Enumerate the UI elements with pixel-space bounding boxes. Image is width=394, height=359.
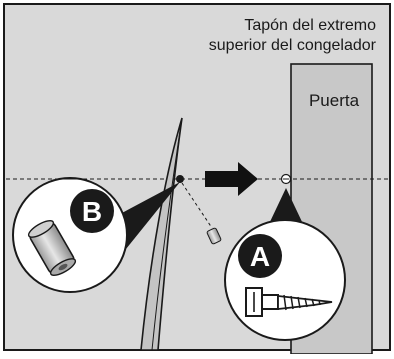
cap-plug-icon [27, 220, 77, 276]
cap-hole [176, 175, 184, 183]
caption-line-2: superior del congelador [209, 37, 377, 54]
hinge-screw-icon [245, 287, 333, 317]
freezer-panel-edge [151, 117, 183, 351]
callout-a-letter: A [250, 241, 270, 272]
door-label: Puerta [309, 91, 360, 110]
callout-a-pointer [268, 188, 304, 226]
small-cap-plug [206, 227, 222, 245]
callout-b-letter: B [82, 196, 102, 227]
callout-a: A [224, 219, 346, 341]
callout-b-badge [70, 189, 114, 233]
freezer-side-panel [140, 117, 183, 351]
right-arrow-icon [205, 162, 258, 196]
callout-b: B [12, 177, 128, 293]
small-screw-at-door [280, 173, 292, 185]
callout-b-pointer [120, 182, 180, 254]
caption-line-1: Tapón del extremo [244, 17, 376, 34]
callout-a-badge [238, 234, 282, 278]
